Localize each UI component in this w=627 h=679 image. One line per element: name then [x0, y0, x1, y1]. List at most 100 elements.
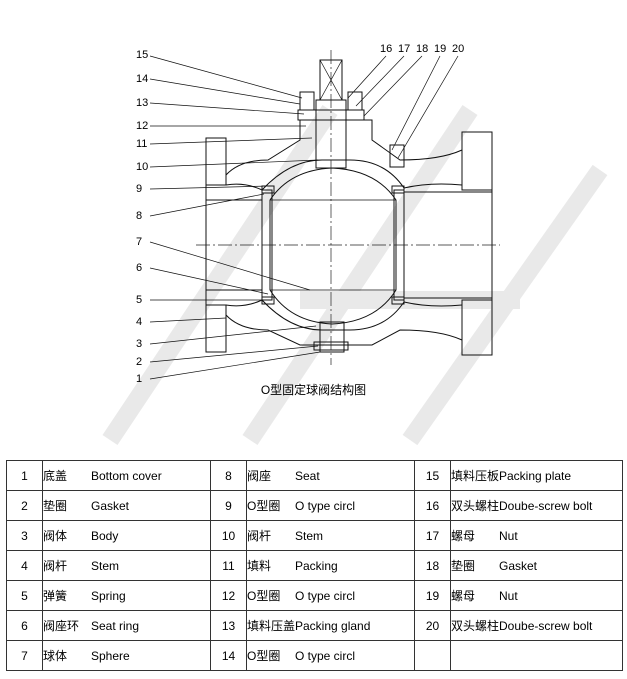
- part-description: 阀杆 Stem: [246, 520, 415, 551]
- part-number: 8: [210, 460, 247, 491]
- part-name-en: Nut: [499, 529, 518, 543]
- part-name-en: Packing plate: [499, 469, 572, 483]
- part-description: 双头螺柱Doube-screw bolt: [450, 490, 623, 521]
- callout-16: 16: [380, 43, 392, 55]
- part-number: 9: [210, 490, 247, 521]
- part-name-cn: 垫圈: [43, 499, 68, 513]
- part-description: 阀体 Body: [42, 520, 211, 551]
- part-name-en: Doube-screw bolt: [499, 499, 593, 513]
- callout-3: 3: [136, 338, 142, 350]
- part-number: 16: [414, 490, 451, 521]
- callout-8: 8: [136, 210, 142, 222]
- part-number: 13: [210, 610, 247, 641]
- part-description: 螺母 Nut: [450, 580, 623, 611]
- part-name-en: Spring: [91, 589, 126, 603]
- callout-15: 15: [136, 49, 148, 61]
- part-name-en: Bottom cover: [91, 469, 162, 483]
- part-number: 14: [210, 640, 247, 671]
- callout-17: 17: [398, 43, 410, 55]
- part-number: 12: [210, 580, 247, 611]
- callout-leaders: [149, 55, 459, 380]
- callout-20: 20: [452, 43, 464, 55]
- callout-4: 4: [136, 316, 142, 328]
- callout-2: 2: [136, 356, 142, 368]
- part-name-en: Body: [91, 529, 119, 543]
- part-name-en: O type circl: [295, 499, 356, 513]
- part-number: 19: [414, 580, 451, 611]
- part-name-en: Seat ring: [91, 619, 140, 633]
- part-description: 填料压盖Packing gland: [246, 610, 415, 641]
- part-name-cn: 双头螺柱: [451, 499, 500, 513]
- callout-6: 6: [136, 262, 142, 274]
- valve-drawing: 15 14 13 12 11 10 9 8 7 6 5 4 3 2 1 16 1…: [102, 43, 608, 446]
- part-number: 3: [6, 520, 43, 551]
- part-description: 螺母 Nut: [450, 520, 623, 551]
- part-description: 阀座环 Seat ring: [42, 610, 211, 641]
- part-name-cn: 填料: [247, 559, 272, 573]
- part-name-en: Stem: [91, 559, 120, 573]
- part-name-en: Packing: [295, 559, 338, 573]
- callout-10: 10: [136, 161, 148, 173]
- part-number: 7: [6, 640, 43, 671]
- part-name-cn: 填料压盖: [247, 619, 296, 633]
- callout-14: 14: [136, 73, 148, 85]
- part-name-cn: 底盖: [43, 469, 68, 483]
- callout-11: 11: [136, 138, 147, 150]
- part-description: O型圈 O type circl: [246, 490, 415, 521]
- part-name-cn: 螺母: [451, 589, 476, 603]
- part-number: [414, 640, 451, 671]
- part-number: 2: [6, 490, 43, 521]
- part-description: 球体 Sphere: [42, 640, 211, 671]
- part-name-en: O type circl: [295, 589, 356, 603]
- part-number: 15: [414, 460, 451, 491]
- part-number: 4: [6, 550, 43, 581]
- part-name-en: Gasket: [91, 499, 130, 513]
- callout-18: 18: [416, 43, 428, 55]
- part-name-cn: 螺母: [451, 529, 476, 543]
- part-name-cn: 阀座环: [43, 619, 80, 633]
- part-number: 20: [414, 610, 451, 641]
- part-description: 阀座 Seat: [246, 460, 415, 491]
- part-description: 弹簧 Spring: [42, 580, 211, 611]
- part-name-cn: 阀座: [247, 469, 272, 483]
- part-name-en: Nut: [499, 589, 518, 603]
- part-description: 底盖 Bottom cover: [42, 460, 211, 491]
- part-name-cn: 球体: [43, 649, 68, 663]
- part-name-en: Sphere: [91, 649, 130, 663]
- part-name-cn: O型圈: [247, 499, 281, 513]
- part-name-cn: 双头螺柱: [451, 619, 500, 633]
- part-number: 1: [6, 460, 43, 491]
- part-description: [450, 640, 623, 671]
- callout-labels: 15 14 13 12 11 10 9 8 7 6 5 4 3 2 1 16 1…: [136, 43, 464, 385]
- part-name-cn: 垫圈: [451, 559, 476, 573]
- part-name-en: Seat: [295, 469, 320, 483]
- part-description: 垫圈 Gasket: [42, 490, 211, 521]
- part-name-cn: 填料压板: [451, 469, 500, 483]
- valve-body: [196, 50, 500, 365]
- part-description: 填料压板Packing plate: [450, 460, 623, 491]
- drawing-caption: O型固定球阀结构图: [260, 383, 367, 397]
- part-number: 5: [6, 580, 43, 611]
- part-name-cn: 阀杆: [247, 529, 272, 543]
- part-name-en: Packing gland: [295, 619, 371, 633]
- callout-19: 19: [434, 43, 446, 55]
- part-name-en: O type circl: [295, 649, 356, 663]
- part-name-cn: O型圈: [247, 649, 281, 663]
- callout-1: 1: [136, 373, 142, 385]
- part-name-en: Stem: [295, 529, 324, 543]
- part-description: 双头螺柱Doube-screw bolt: [450, 610, 623, 641]
- part-number: 6: [6, 610, 43, 641]
- part-name-cn: 弹簧: [43, 589, 68, 603]
- callout-9: 9: [136, 183, 142, 195]
- part-name-cn: 阀体: [43, 529, 68, 543]
- callout-7: 7: [136, 236, 142, 248]
